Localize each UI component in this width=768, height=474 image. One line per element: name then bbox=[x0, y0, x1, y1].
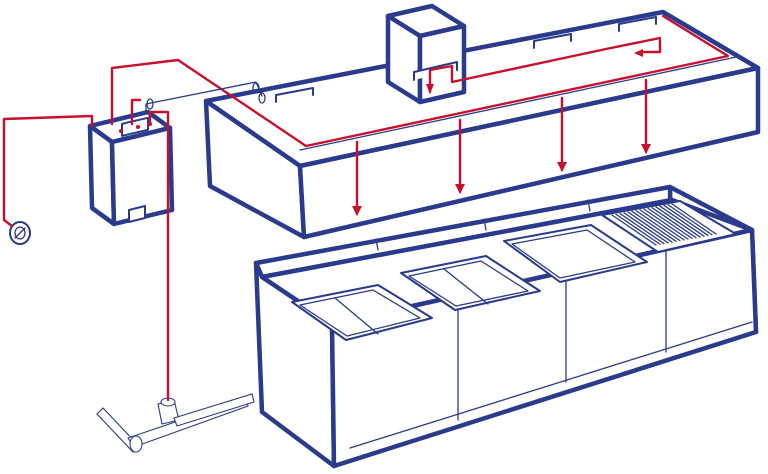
grill-grate-line bbox=[611, 214, 657, 246]
grill-grate-line bbox=[671, 203, 717, 235]
fryer-1 bbox=[291, 284, 433, 341]
suppression-piping bbox=[2, 14, 730, 402]
nozzle-arrow bbox=[455, 184, 465, 194]
grill-grate-line bbox=[615, 213, 661, 245]
grill-grate-line bbox=[655, 206, 701, 238]
grill-grate-line bbox=[627, 211, 673, 243]
grill-grate-line bbox=[651, 207, 697, 239]
charbroiler bbox=[601, 200, 737, 253]
nozzle-arrow bbox=[557, 162, 567, 172]
grill-grate-line bbox=[639, 209, 685, 241]
flow-arrows bbox=[426, 49, 643, 94]
grill-grate-line bbox=[635, 209, 681, 242]
detection-cable bbox=[145, 81, 266, 113]
grill-grate-line bbox=[663, 204, 709, 237]
nozzle-arrow bbox=[352, 206, 362, 216]
gas-pipe bbox=[96, 393, 255, 453]
grill-grate-line bbox=[667, 204, 713, 236]
duct-collar bbox=[385, 3, 467, 105]
grill-grate-line bbox=[647, 207, 693, 240]
grill-grate-line bbox=[643, 208, 689, 240]
control-panel-icon bbox=[87, 109, 175, 227]
grill-grate-line bbox=[623, 212, 669, 244]
nozzle-arrow bbox=[641, 144, 651, 154]
grill-grate-line bbox=[659, 205, 705, 237]
grill-grate-line bbox=[619, 212, 665, 245]
griddle bbox=[503, 224, 648, 283]
exhaust-hood bbox=[203, 9, 761, 240]
nozzle-drops bbox=[352, 78, 651, 216]
pull-station-icon bbox=[9, 221, 31, 245]
grill-grate-line bbox=[631, 210, 677, 242]
fryer-2 bbox=[400, 255, 541, 311]
